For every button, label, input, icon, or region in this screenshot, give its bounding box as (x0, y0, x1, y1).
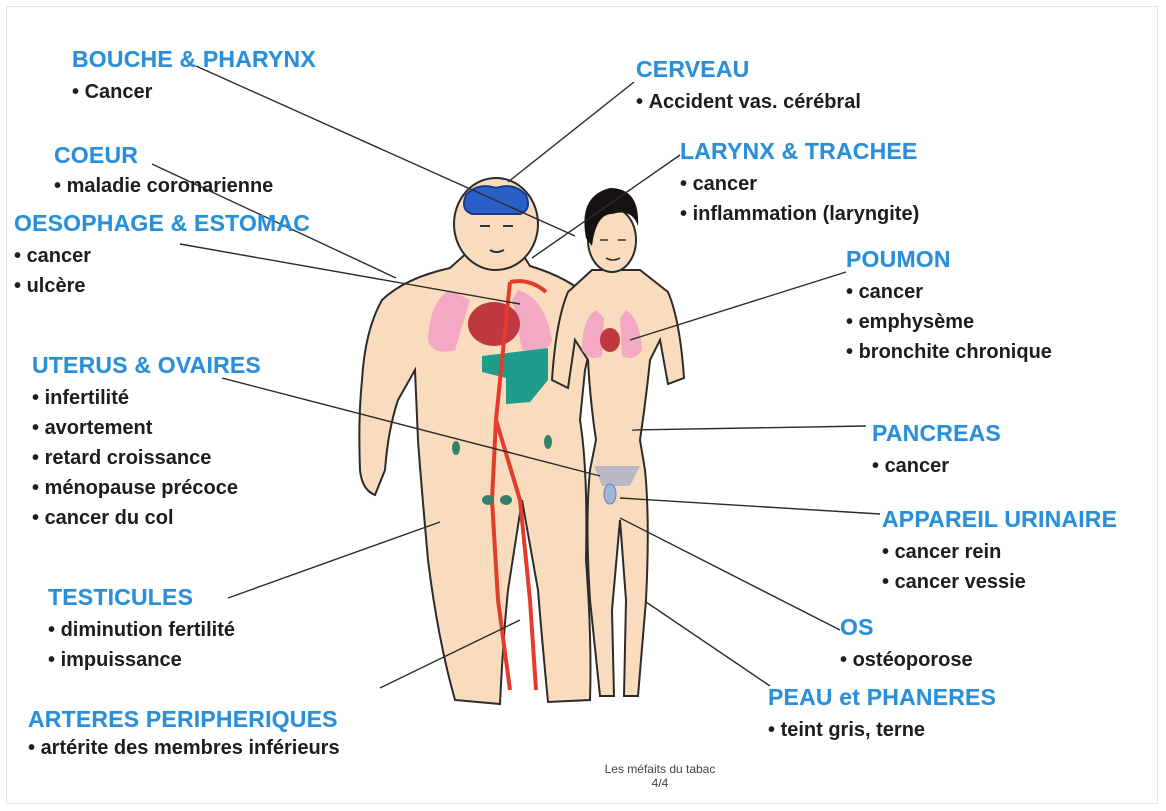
effect-item: cancer du col (32, 503, 261, 533)
woman-heart (600, 328, 620, 352)
effect-item: ostéoporose (840, 645, 973, 675)
label-title: PEAU et PHANERES (768, 684, 996, 711)
effect-item: Accident vas. cérébral (636, 87, 861, 117)
effect-item: teint gris, terne (768, 715, 996, 745)
effects-list: cancer (872, 451, 1001, 481)
caption-page: 4/4 (600, 776, 720, 790)
label-uterus-ovaires: UTERUS & OVAIRES infertilité avortement … (32, 352, 261, 533)
effects-list: infertilité avortement retard croissance… (32, 383, 261, 533)
effect-item: cancer vessie (882, 567, 1117, 597)
label-pancreas: PANCREAS cancer (872, 420, 1001, 481)
effect-item: cancer (846, 277, 1052, 307)
label-appareil-urinaire: APPAREIL URINAIRE cancer rein cancer ves… (882, 506, 1117, 597)
label-poumon: POUMON cancer emphysème bronchite chroni… (846, 246, 1052, 367)
man-figure (359, 178, 592, 704)
effect-item: impuissance (48, 645, 235, 675)
label-title: OESOPHAGE & ESTOMAC (14, 210, 310, 237)
effect-item: Cancer (72, 77, 316, 107)
label-title: OS (840, 614, 973, 641)
effect-item: retard croissance (32, 443, 261, 473)
effect-item: ulcère (14, 271, 310, 301)
caption-title: Les méfaits du tabac (600, 762, 720, 776)
label-title: BOUCHE & PHARYNX (72, 46, 316, 73)
label-title: CERVEAU (636, 56, 861, 83)
man-testicle-left (482, 495, 494, 505)
effect-item: diminution fertilité (48, 615, 235, 645)
connector-pancreas (632, 426, 866, 430)
effects-list: Accident vas. cérébral (636, 87, 861, 117)
label-arteres-peripheriques: ARTERES PERIPHERIQUES artérite des membr… (28, 706, 340, 763)
effect-item: avortement (32, 413, 261, 443)
label-title: ARTERES PERIPHERIQUES (28, 706, 340, 733)
effects-list: artérite des membres inférieurs (28, 733, 340, 763)
label-oesophage-estomac: OESOPHAGE & ESTOMAC cancer ulcère (14, 210, 310, 301)
effects-list: maladie coronarienne (54, 171, 273, 201)
connector-os (620, 518, 840, 630)
effects-list: cancer rein cancer vessie (882, 537, 1117, 597)
label-testicules: TESTICULES diminution fertilité impuissa… (48, 584, 235, 675)
label-title: COEUR (54, 142, 273, 169)
woman-bladder (604, 484, 616, 504)
label-os: OS ostéoporose (840, 614, 973, 675)
effect-item: emphysème (846, 307, 1052, 337)
effect-item: ménopause précoce (32, 473, 261, 503)
effect-item: artérite des membres inférieurs (28, 733, 340, 763)
effect-item: cancer (680, 169, 919, 199)
label-larynx-trachee: LARYNX & TRACHEE cancer inflammation (la… (680, 138, 919, 229)
effects-list: cancer emphysème bronchite chronique (846, 277, 1052, 367)
man-kidney-right (544, 435, 552, 449)
effect-item: cancer (14, 241, 310, 271)
connector-urinaire (620, 498, 880, 514)
label-peau-phaneres: PEAU et PHANERES teint gris, terne (768, 684, 996, 745)
connector-testicules (228, 522, 440, 598)
label-cerveau: CERVEAU Accident vas. cérébral (636, 56, 861, 117)
label-title: LARYNX & TRACHEE (680, 138, 919, 165)
label-title: POUMON (846, 246, 1052, 273)
effect-item: cancer rein (882, 537, 1117, 567)
effects-list: cancer ulcère (14, 241, 310, 301)
effects-list: teint gris, terne (768, 715, 996, 745)
man-heart (468, 302, 520, 346)
effects-list: Cancer (72, 77, 316, 107)
label-bouche-pharynx: BOUCHE & PHARYNX Cancer (72, 46, 316, 107)
man-testicle-right (500, 495, 512, 505)
connector-peau (646, 602, 770, 686)
effect-item: bronchite chronique (846, 337, 1052, 367)
effects-list: cancer inflammation (laryngite) (680, 169, 919, 229)
connector-cerveau (508, 82, 634, 182)
effects-list: ostéoporose (840, 645, 973, 675)
label-title: UTERUS & OVAIRES (32, 352, 261, 379)
caption: Les méfaits du tabac 4/4 (600, 762, 720, 790)
effects-list: diminution fertilité impuissance (48, 615, 235, 675)
effect-item: inflammation (laryngite) (680, 199, 919, 229)
label-coeur: COEUR maladie coronarienne (54, 142, 273, 201)
effect-item: infertilité (32, 383, 261, 413)
label-title: TESTICULES (48, 584, 235, 611)
effect-item: cancer (872, 451, 1001, 481)
label-title: PANCREAS (872, 420, 1001, 447)
label-title: APPAREIL URINAIRE (882, 506, 1117, 533)
effect-item: maladie coronarienne (54, 171, 273, 201)
man-kidney-left (452, 441, 460, 455)
